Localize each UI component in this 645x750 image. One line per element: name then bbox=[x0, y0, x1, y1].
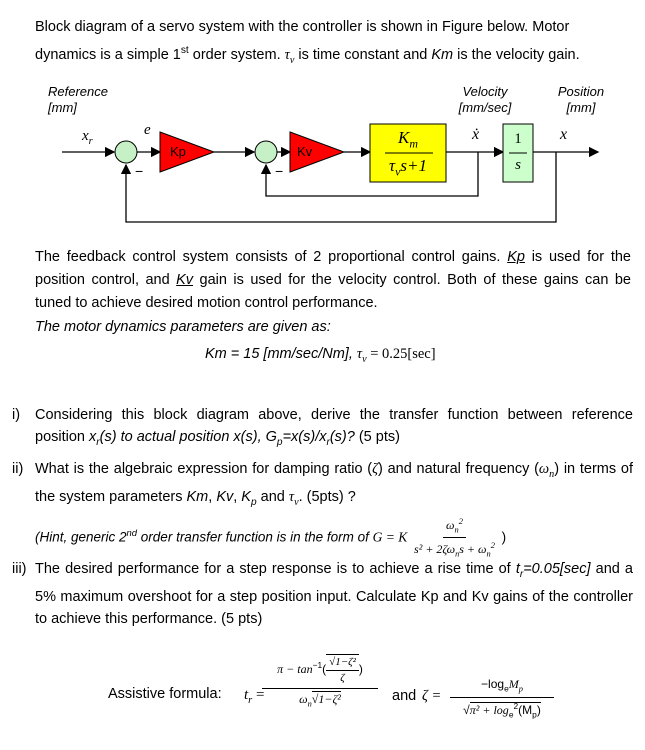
tau-v-symbol: τv bbox=[284, 46, 295, 66]
zeta-formula: −logeMp √π² + loge2(Mp) bbox=[450, 676, 554, 724]
x-symbol: x bbox=[560, 126, 568, 143]
block-diagram: Reference[mm] Velocity[mm/sec] Position[… bbox=[0, 0, 645, 240]
question-2: ii) What is the algebraic expression for… bbox=[12, 458, 633, 514]
summing-junction-2 bbox=[254, 140, 278, 164]
question-3: iii) The desired performance for a step … bbox=[12, 558, 633, 630]
q2-number: ii) bbox=[12, 461, 24, 477]
kp-ref: Kp bbox=[507, 249, 525, 265]
and-word: and bbox=[392, 688, 417, 704]
kp-gain-label: Kp bbox=[170, 144, 186, 159]
velocity-feedback-path bbox=[260, 152, 479, 197]
hint-fraction: ωn2 s² + 2ζωns + ωn2 bbox=[411, 514, 498, 562]
kp-gain-triangle bbox=[159, 131, 216, 173]
zeta-numerator: −logeMp bbox=[450, 676, 554, 699]
params-heading: The motor dynamics parameters are given … bbox=[35, 319, 331, 335]
intro-paragraph: Block diagram of a servo system with the… bbox=[35, 16, 631, 72]
plant-numerator: Km bbox=[398, 128, 418, 151]
q1-number: i) bbox=[12, 407, 21, 423]
zeta-equals: ζ = bbox=[422, 688, 442, 704]
tr-symbol: tr = bbox=[244, 687, 265, 706]
assist-label: Assistive formula: bbox=[108, 686, 222, 702]
kv-ref: Kv bbox=[176, 272, 194, 288]
integrator-denominator: s bbox=[515, 157, 521, 173]
minus-sign-2: − bbox=[275, 163, 284, 179]
hint-line: (Hint, generic 2nd order transfer functi… bbox=[35, 514, 506, 562]
x-dot-symbol: ẋ bbox=[472, 126, 480, 143]
tr-denominator: ωn√1−ζ² bbox=[299, 691, 341, 709]
block-diagram-svg bbox=[62, 123, 600, 223]
feedback-paragraph: The feedback control system consists of … bbox=[35, 249, 631, 311]
plant-denominator: τvs+1 bbox=[389, 156, 427, 179]
intro-line1: Block diagram of a servo system with the… bbox=[35, 19, 570, 35]
error-symbol: e bbox=[144, 122, 151, 138]
q3-number: iii) bbox=[12, 561, 27, 577]
question-1: i) Considering this block diagram above,… bbox=[12, 404, 633, 454]
reference-label: Reference[mm] bbox=[48, 84, 108, 115]
summing-junction-1 bbox=[114, 140, 138, 164]
kv-gain-label: Kv bbox=[297, 144, 313, 159]
position-feedback-path bbox=[120, 152, 557, 223]
xr-symbol: xr bbox=[82, 128, 93, 147]
velocity-label: Velocity[mm/sec] bbox=[458, 84, 512, 115]
minus-sign-1: − bbox=[135, 163, 144, 179]
zeta-denominator: √π² + loge2(Mp) bbox=[463, 701, 541, 720]
params-equation: Km = 15 [mm/sec/Nm], τv = 0.25[sec] bbox=[205, 346, 436, 365]
kv-gain-triangle bbox=[289, 131, 346, 173]
position-label: Position[mm] bbox=[557, 84, 605, 115]
intro-line2: dynamics is a simple 1st order system. τ… bbox=[35, 45, 580, 66]
integrator-numerator: 1 bbox=[514, 131, 522, 147]
